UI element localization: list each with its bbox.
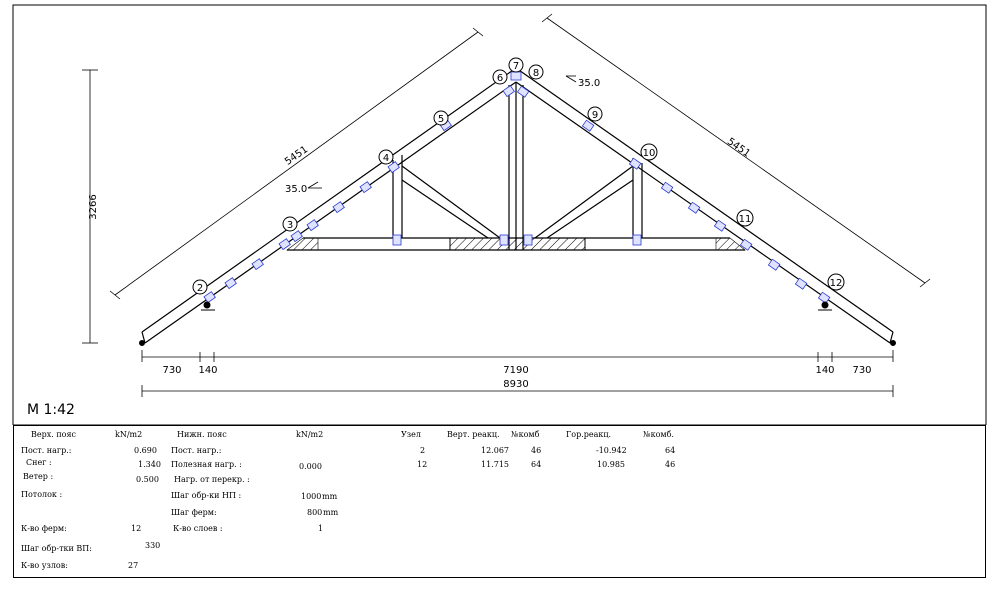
svg-text:6: 6 (497, 73, 503, 84)
drawing-frame (12, 4, 987, 425)
reaction-row-vertical: 11.715 (481, 460, 509, 469)
node-10: 10 (640, 143, 658, 161)
svg-text:730: 730 (852, 365, 871, 376)
reaction-row-node: 12 (417, 460, 428, 469)
reaction-header-comb2: №комб. (643, 430, 674, 439)
bottom-dead-load-label: Пост. нагр.: (171, 446, 222, 455)
connector-plates (203, 71, 831, 304)
svg-text:5451: 5451 (283, 144, 310, 168)
ceiling-label: Потолок : (21, 490, 63, 499)
node-labels: 2 3 4 5 6 7 8 9 10 11 12 (192, 57, 845, 295)
scale-label: M 1:42 (27, 402, 75, 418)
node-9: 9 (587, 106, 603, 122)
reaction-header-comb1: №комб (511, 430, 540, 439)
svg-text:7190: 7190 (503, 365, 528, 376)
svg-text:730: 730 (162, 365, 181, 376)
loads-panel: Верх. пояс kN/m2 Пост. нагр.: 0.690 Снег… (13, 425, 986, 578)
svg-text:8: 8 (533, 68, 539, 79)
svg-text:12: 12 (830, 278, 843, 289)
truss-step-unit: mm (323, 508, 339, 517)
reaction-row-comb1: 64 (531, 460, 542, 469)
truss-count-label: К-во ферм: (21, 524, 67, 533)
bottom-chord-unit: kN/m2 (296, 430, 324, 439)
node-count-label: К-во узлов: (21, 561, 68, 570)
node-12: 12 (827, 273, 845, 291)
svg-text:4: 4 (383, 153, 389, 164)
bottom-chord-title: Нижн. пояс (177, 430, 227, 439)
chord-splice (449, 237, 586, 251)
svg-text:5451: 5451 (725, 136, 752, 160)
reaction-row-comb1: 46 (531, 446, 542, 455)
svg-text:10: 10 (643, 148, 656, 159)
snow-value: 1.340 (138, 460, 161, 469)
dimension-lines (82, 13, 931, 397)
reaction-row-comb2: 64 (665, 446, 676, 455)
top-dead-load-value: 0.690 (134, 446, 157, 455)
layers-label: К-во слоев : (173, 524, 223, 533)
node-count-value: 27 (128, 561, 139, 570)
top-dead-load-label: Пост. нагр.: (21, 446, 72, 455)
node-11: 11 (736, 209, 754, 227)
svg-text:7: 7 (513, 61, 519, 72)
svg-text:140: 140 (198, 365, 217, 376)
live-load-value: 0.000 (299, 462, 322, 471)
bottom-step-label: Шаг обр-ки НП : (171, 491, 242, 500)
top-chord (141, 67, 894, 344)
truss-drawing: 2 3 4 5 6 7 8 9 10 11 12 (12, 4, 987, 425)
web-members (392, 82, 643, 250)
reaction-row-vertical: 12.067 (481, 446, 509, 455)
supports (139, 65, 896, 346)
bottom-step-value: 1000 (301, 492, 322, 501)
top-step-label: Шаг обр-тки ВП: (21, 544, 92, 553)
node-8: 8 (528, 64, 544, 80)
top-chord-title: Верх. пояс (31, 430, 77, 439)
svg-text:140: 140 (815, 365, 834, 376)
svg-text:9: 9 (592, 110, 598, 121)
wind-label: Ветер : (23, 472, 54, 481)
reaction-row-node: 2 (420, 446, 426, 455)
svg-text:2: 2 (197, 283, 203, 294)
layers-value: 1 (318, 524, 324, 533)
svg-text:3266: 3266 (88, 194, 99, 219)
reaction-header-node: Узел (401, 430, 421, 439)
node-4: 4 (378, 149, 394, 165)
snow-label: Снег : (26, 458, 52, 467)
truss-step-value: 800 (307, 508, 323, 517)
reaction-row-horizontal: -10.942 (596, 446, 627, 455)
truss-count-value: 12 (131, 524, 142, 533)
top-chord-unit: kN/m2 (115, 430, 143, 439)
svg-text:35.0: 35.0 (285, 184, 307, 195)
node-5: 5 (433, 110, 449, 126)
svg-text:11: 11 (739, 214, 752, 225)
truss-step-label: Шаг ферм: (171, 508, 217, 517)
top-step-value: 330 (145, 541, 161, 550)
svg-text:8930: 8930 (503, 379, 528, 390)
live-load-label: Полезная нагр. : (171, 460, 242, 469)
wind-value: 0.500 (136, 475, 159, 484)
node-7: 7 (508, 57, 524, 73)
node-3: 3 (282, 216, 298, 232)
node-2: 2 (192, 279, 208, 295)
reaction-header-vertical: Верт. реакц. (447, 430, 500, 439)
bottom-step-unit: mm (322, 492, 338, 501)
floor-load-label: Нагр. от перекр. : (174, 475, 250, 484)
reaction-row-horizontal: 10.985 (597, 460, 625, 469)
svg-text:35.0: 35.0 (578, 78, 600, 89)
node-6: 6 (492, 69, 508, 85)
svg-text:3: 3 (287, 220, 293, 231)
reaction-row-comb2: 46 (665, 460, 676, 469)
reaction-header-horizontal: Гор.реакц. (566, 430, 612, 439)
svg-text:5: 5 (438, 114, 444, 125)
